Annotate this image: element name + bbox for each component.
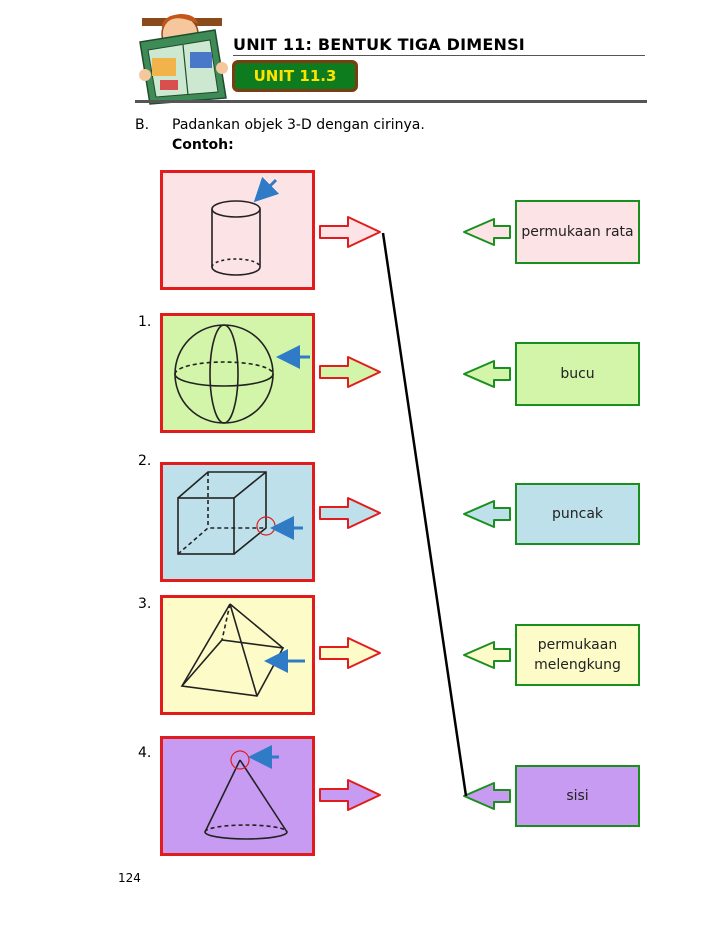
property-label: bucu — [560, 366, 595, 382]
property-arrow-icon — [463, 500, 511, 528]
property-label: permukaan rata — [521, 224, 634, 240]
property-label: puncak — [551, 506, 604, 522]
example-label: Contoh: — [172, 137, 234, 153]
match-arrow-icon — [319, 637, 381, 669]
section-letter: B. — [135, 117, 150, 133]
example-shape-box — [160, 170, 315, 290]
match-arrow-icon — [319, 356, 381, 388]
header-rule — [135, 100, 647, 103]
unit-title: UNIT 11: BENTUK TIGA DIMENSI — [233, 35, 525, 54]
match-arrow-icon — [319, 779, 381, 811]
match-arrow-icon — [319, 497, 381, 529]
header-divider — [233, 55, 645, 56]
property-arrow-icon — [463, 641, 511, 669]
property-arrow-icon — [463, 360, 511, 388]
match-arrow-icon — [319, 216, 381, 248]
question-number: 3. — [138, 596, 152, 612]
property-label: permukaan melengkung — [534, 637, 621, 673]
example-match-line — [381, 232, 468, 797]
property-label: sisi — [566, 788, 589, 804]
property-arrow-icon — [463, 218, 511, 246]
property-box: puncak — [515, 483, 640, 545]
property-box: bucu — [515, 342, 640, 406]
unit-badge: UNIT 11.3 — [232, 60, 358, 92]
sphere-shape-box — [160, 313, 315, 433]
question-number: 1. — [138, 314, 152, 330]
cube-shape-box — [160, 462, 315, 582]
pyramid-shape-box — [160, 595, 315, 715]
question-number: 2. — [138, 453, 152, 469]
question-number: 4. — [138, 745, 152, 761]
unit-badge-label: UNIT 11.3 — [235, 63, 355, 89]
cone-shape-box — [160, 736, 315, 856]
property-arrow-icon — [463, 782, 511, 810]
property-box: permukaan melengkung — [515, 624, 640, 686]
instruction-text: Padankan objek 3-D dengan cirinya. — [172, 117, 425, 133]
page-number: 124 — [118, 871, 141, 885]
property-box: permukaan rata — [515, 200, 640, 264]
property-box: sisi — [515, 765, 640, 827]
